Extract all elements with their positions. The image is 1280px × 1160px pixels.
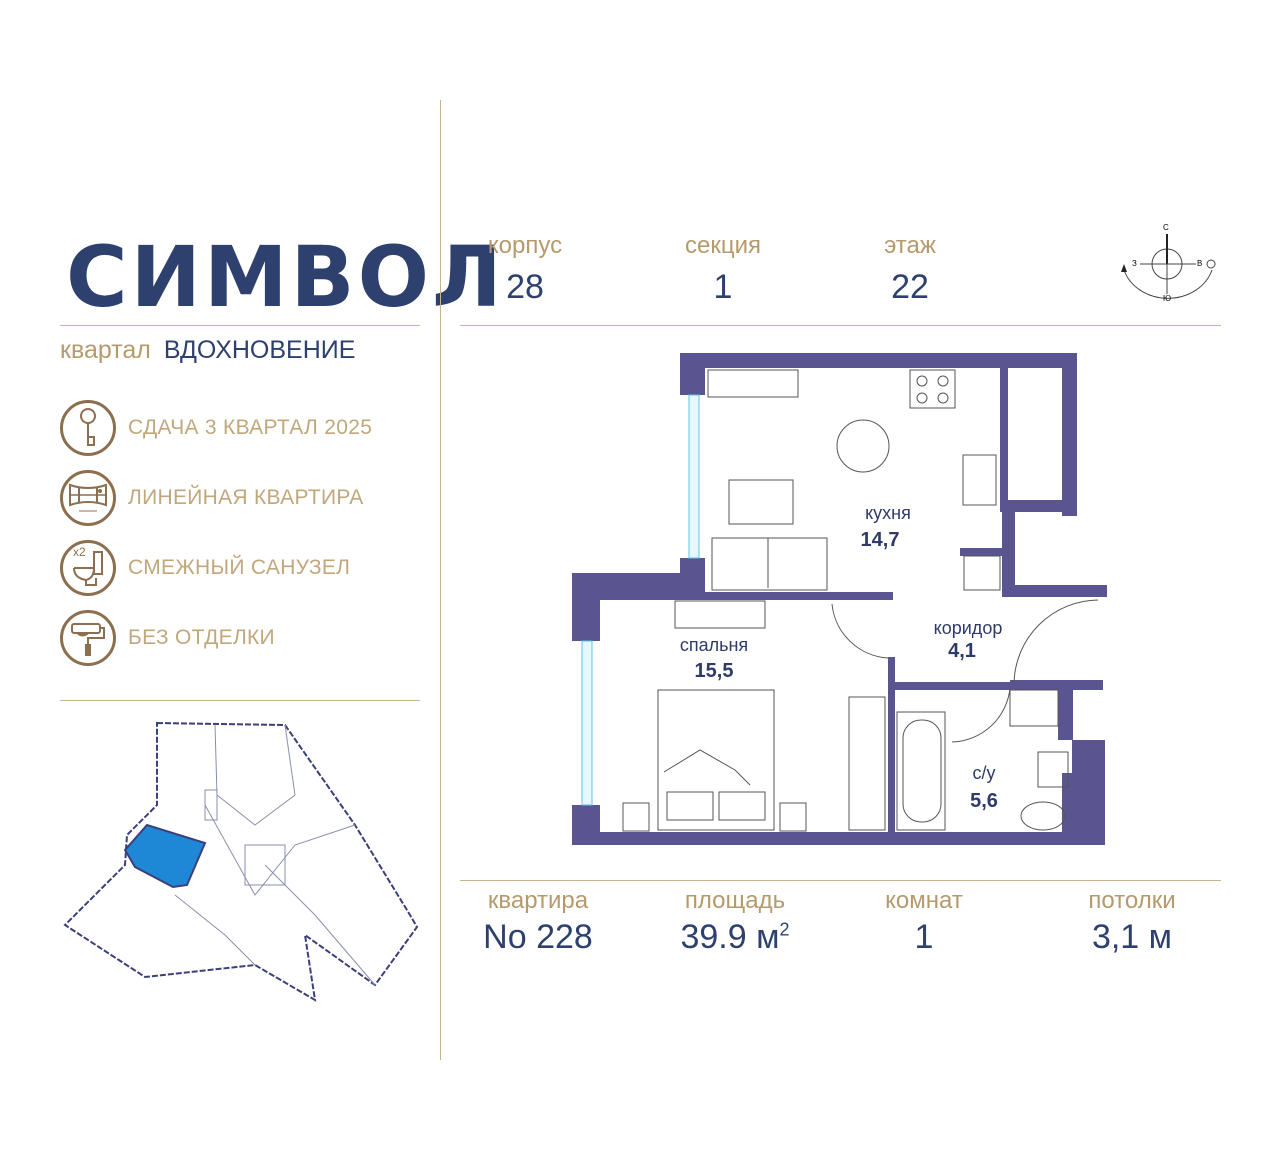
- feature-finish: БЕЗ ОТДЕЛКИ: [60, 610, 275, 666]
- ceiling-label: потолки: [1088, 887, 1176, 914]
- compass-icon: [1121, 234, 1216, 299]
- toilet-badge: x2: [73, 545, 86, 559]
- apartment-value: No 228: [483, 918, 593, 956]
- compass-north: С: [1163, 223, 1169, 232]
- walls: [572, 353, 1107, 845]
- section-label: секция: [685, 232, 761, 259]
- paint-roller-icon: [60, 610, 116, 666]
- area-value: 39.9 м2: [655, 918, 815, 957]
- ceiling-value: 3,1 м: [1091, 918, 1173, 956]
- building-value: 28: [506, 268, 544, 306]
- compass-east: В: [1197, 259, 1203, 268]
- room-name-bathroom: с/у: [972, 763, 996, 783]
- feature-layout: ЛИНЕЙНАЯ КВАРТИРА: [60, 470, 364, 526]
- furniture: [622, 369, 1099, 832]
- compass-south: Ю: [1163, 294, 1172, 303]
- logo: СИМВОЛ: [66, 228, 505, 326]
- room-area-bedroom: 15,5: [694, 660, 734, 682]
- building-outline: [63, 721, 419, 1002]
- district-prefix: квартал: [60, 336, 151, 364]
- toilet-icon: x2: [60, 540, 116, 596]
- room-name-corridor: коридор: [933, 618, 1003, 638]
- area-number: 39.9 м: [680, 918, 780, 956]
- room-name-bedroom: спальня: [679, 635, 749, 655]
- district-name: ВДОХНОВЕНИЕ: [163, 336, 356, 364]
- feature-label: СМЕЖНЫЙ САНУЗЕЛ: [128, 556, 351, 579]
- divider: [60, 700, 420, 701]
- room-name-kitchen: кухня: [865, 503, 911, 523]
- feature-bathroom: x2 СМЕЖНЫЙ САНУЗЕЛ: [60, 540, 350, 596]
- section-value: 1: [713, 268, 733, 306]
- window-layout-icon: [60, 470, 116, 526]
- vertical-divider: [440, 100, 441, 1060]
- floor-value: 22: [891, 268, 929, 306]
- divider: [460, 325, 1221, 326]
- feature-label: ЛИНЕЙНАЯ КВАРТИРА: [128, 486, 364, 509]
- apartment-label: квартира: [487, 887, 589, 914]
- compass: С Ю З В: [1110, 222, 1230, 312]
- rooms-value: 1: [914, 918, 934, 956]
- compass-west: З: [1132, 259, 1137, 268]
- feature-label: СДАЧА 3 КВАРТАЛ 2025: [128, 416, 373, 439]
- highlighted-apartment: [123, 823, 207, 889]
- area-label: площадь: [684, 887, 786, 914]
- room-area-bathroom: 5,6: [970, 790, 998, 812]
- divider: [460, 880, 1221, 881]
- district: квартал ВДОХНОВЕНИЕ: [60, 336, 355, 365]
- feature-label: БЕЗ ОТДЕЛКИ: [128, 626, 275, 649]
- area-unit-sup: 2: [779, 919, 790, 940]
- room-area-kitchen: 14,7: [860, 529, 900, 551]
- feature-delivery: СДАЧА 3 КВАРТАЛ 2025: [60, 400, 372, 456]
- key-icon: [60, 400, 116, 456]
- divider: [60, 325, 420, 326]
- building-label: корпус: [487, 232, 563, 259]
- sun-icon: [1206, 259, 1216, 269]
- floor-label: этаж: [884, 232, 936, 259]
- building-key-plan: [63, 721, 419, 1002]
- rooms-label: комнат: [885, 887, 963, 914]
- room-area-corridor: 4,1: [948, 640, 976, 662]
